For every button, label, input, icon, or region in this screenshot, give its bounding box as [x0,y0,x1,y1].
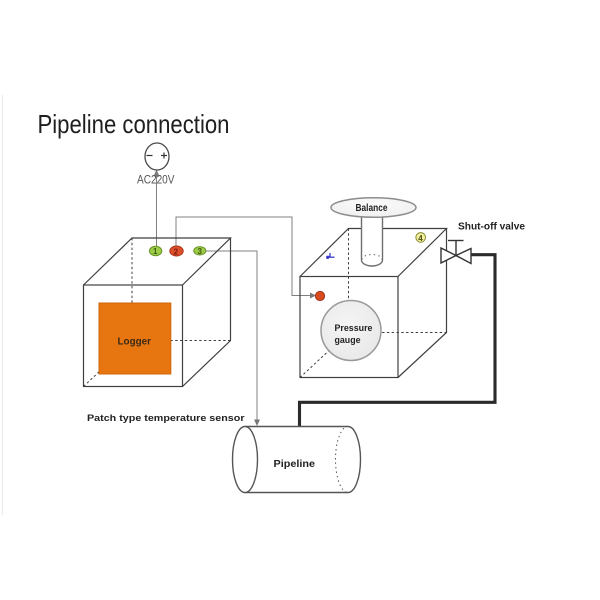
svg-text:Pipeline: Pipeline [274,459,316,470]
svg-text:Shut-off valve: Shut-off valve [458,222,525,233]
svg-text:Patch type temperature sensor: Patch type temperature sensor [87,413,245,424]
svg-text:AC220V: AC220V [137,173,175,187]
svg-text:Balance: Balance [356,203,388,214]
svg-text:Logger: Logger [118,336,152,348]
svg-text:Pressure: Pressure [335,323,373,334]
svg-text:4: 4 [418,234,423,243]
svg-text:3: 3 [198,247,203,256]
svg-text:2: 2 [174,247,179,256]
svg-text:1: 1 [153,247,158,256]
svg-text:Pipeline connection: Pipeline connection [38,109,230,139]
svg-text:gauge: gauge [335,335,361,346]
